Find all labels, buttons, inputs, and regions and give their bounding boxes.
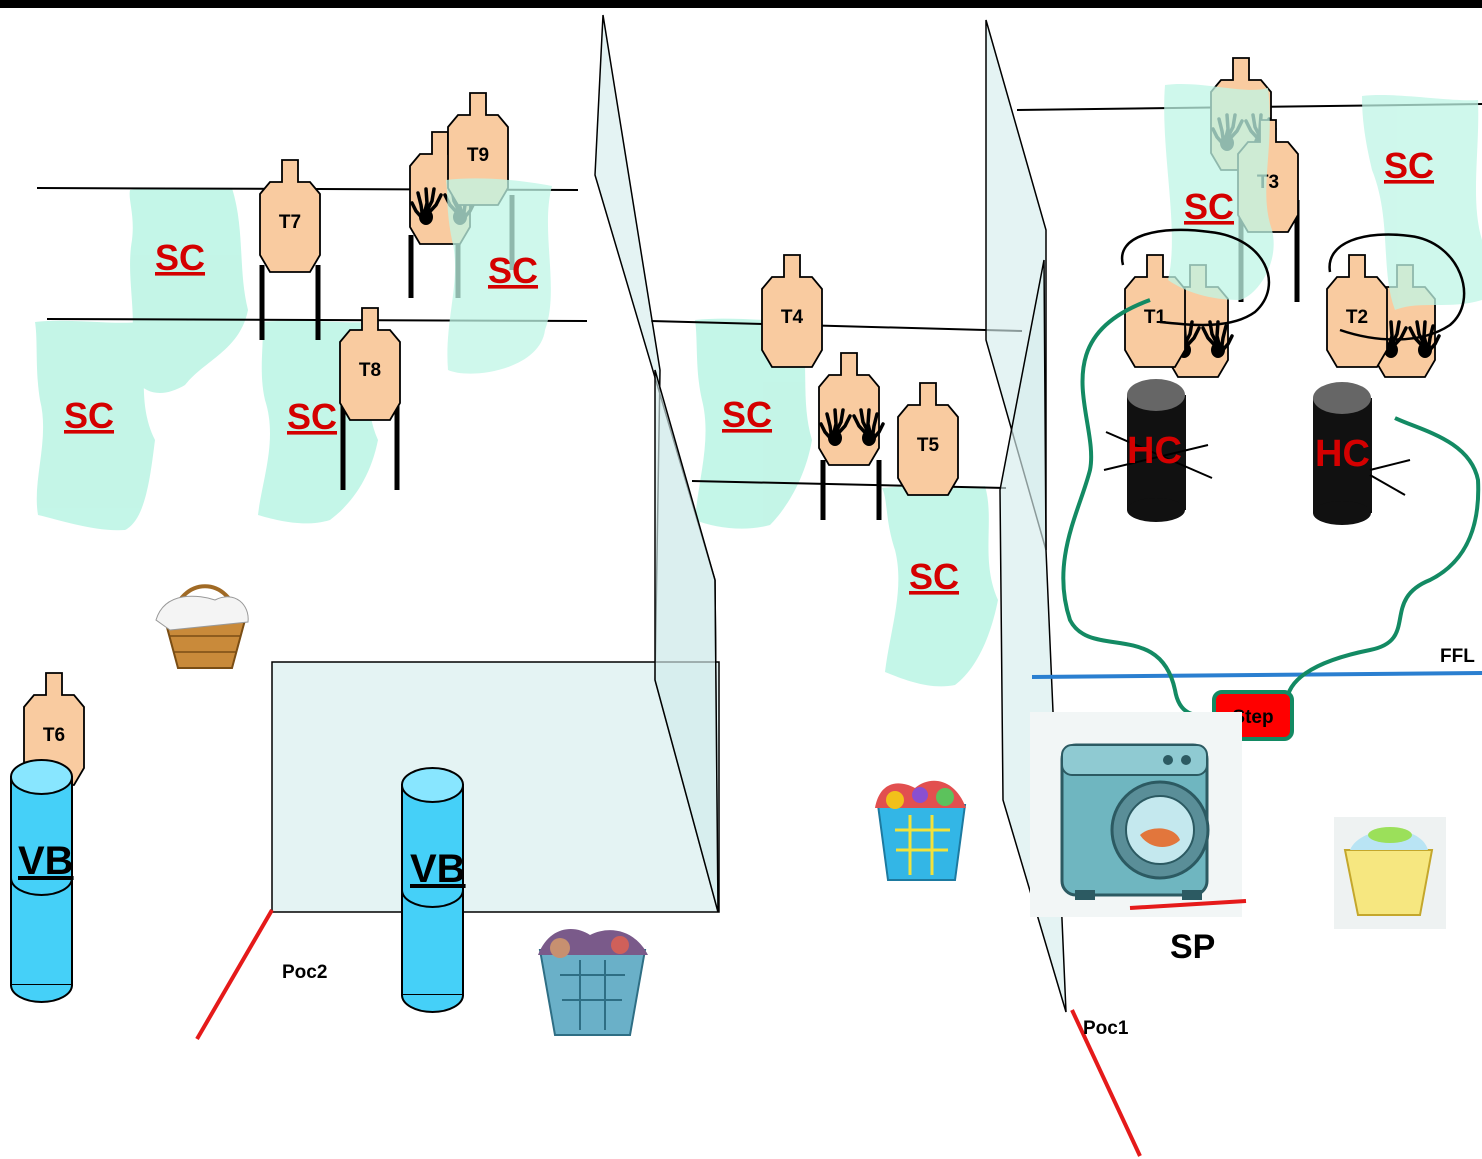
hard-cover-right [1313, 382, 1411, 525]
wall-lower-centre [654, 369, 719, 913]
vision-barrier-centre: VB [401, 767, 466, 1013]
poc1-line [1070, 1009, 1142, 1157]
target-t7: T7 [259, 159, 321, 273]
shooting-position-label: SP [1170, 928, 1215, 966]
target-label: T4 [781, 307, 804, 328]
target-t6: T6 [23, 672, 85, 786]
washing-machine [1030, 712, 1242, 917]
soft-cover-label-5: SC [722, 394, 772, 435]
swing-loops [1120, 228, 1466, 341]
fault-line-label: FFL [1440, 646, 1475, 667]
sp-line [1129, 899, 1247, 910]
target-label: T7 [279, 212, 301, 233]
target-t8: T8 [339, 307, 401, 421]
laundry-basket-white [155, 584, 249, 669]
soft-cover-1 [128, 188, 248, 393]
hard-cover-right-label: HC [1315, 433, 1370, 475]
laundry-basket-yellow [1334, 817, 1446, 929]
soft-cover-label-8: SC [1384, 145, 1434, 186]
target-t5: T5 [897, 382, 959, 496]
svg-text:VB: VB [410, 847, 466, 891]
target-label: T5 [917, 435, 940, 456]
target-label: T8 [359, 360, 381, 381]
soft-cover-label-2: SC [488, 250, 538, 291]
soft-cover-label-4: SC [287, 396, 337, 437]
target-label: T6 [43, 725, 65, 746]
top-border [0, 0, 1482, 8]
soft-cover-5 [882, 486, 998, 687]
soft-cover-label-7: SC [1184, 186, 1234, 227]
soft-cover-label-1: SC [155, 237, 205, 278]
fault-line [1031, 671, 1482, 679]
hard-cover-left-label: HC [1127, 430, 1182, 472]
soft-cover-label-6: SC [909, 556, 959, 597]
target-t4: T4 [761, 254, 823, 368]
soft-cover-4 [695, 318, 812, 529]
hard-cover-left [1103, 379, 1213, 522]
target-t9: T9 [447, 92, 509, 206]
hard-cover-barrels [1103, 379, 1411, 525]
vision-barrier-left: VB [10, 759, 74, 1003]
soft-cover-label-3: SC [64, 395, 114, 436]
poc2-line [195, 908, 274, 1041]
wall-centre-box [271, 661, 720, 913]
walls [271, 14, 1067, 1013]
poc1-label: Poc1 [1083, 1018, 1129, 1039]
target-label: T2 [1346, 307, 1368, 328]
target-t2: T2 [1326, 254, 1388, 368]
soft-cover-labels: SC SC SC SC SC SC SC SC [64, 145, 1434, 597]
svg-text:Step: Step [1232, 707, 1273, 728]
no-shoot-target-5 [818, 352, 883, 466]
laundry-basket-colorful [875, 780, 967, 881]
target-label: T1 [1144, 307, 1167, 328]
soft-cover-overlay [446, 83, 1482, 374]
poc2-label: Poc2 [282, 962, 327, 983]
laundry-basket-blue [538, 929, 648, 1036]
svg-text:VB: VB [18, 839, 74, 883]
soft-cover-2 [35, 320, 155, 531]
target-label: T9 [467, 145, 489, 166]
step-ropes [1061, 298, 1481, 718]
